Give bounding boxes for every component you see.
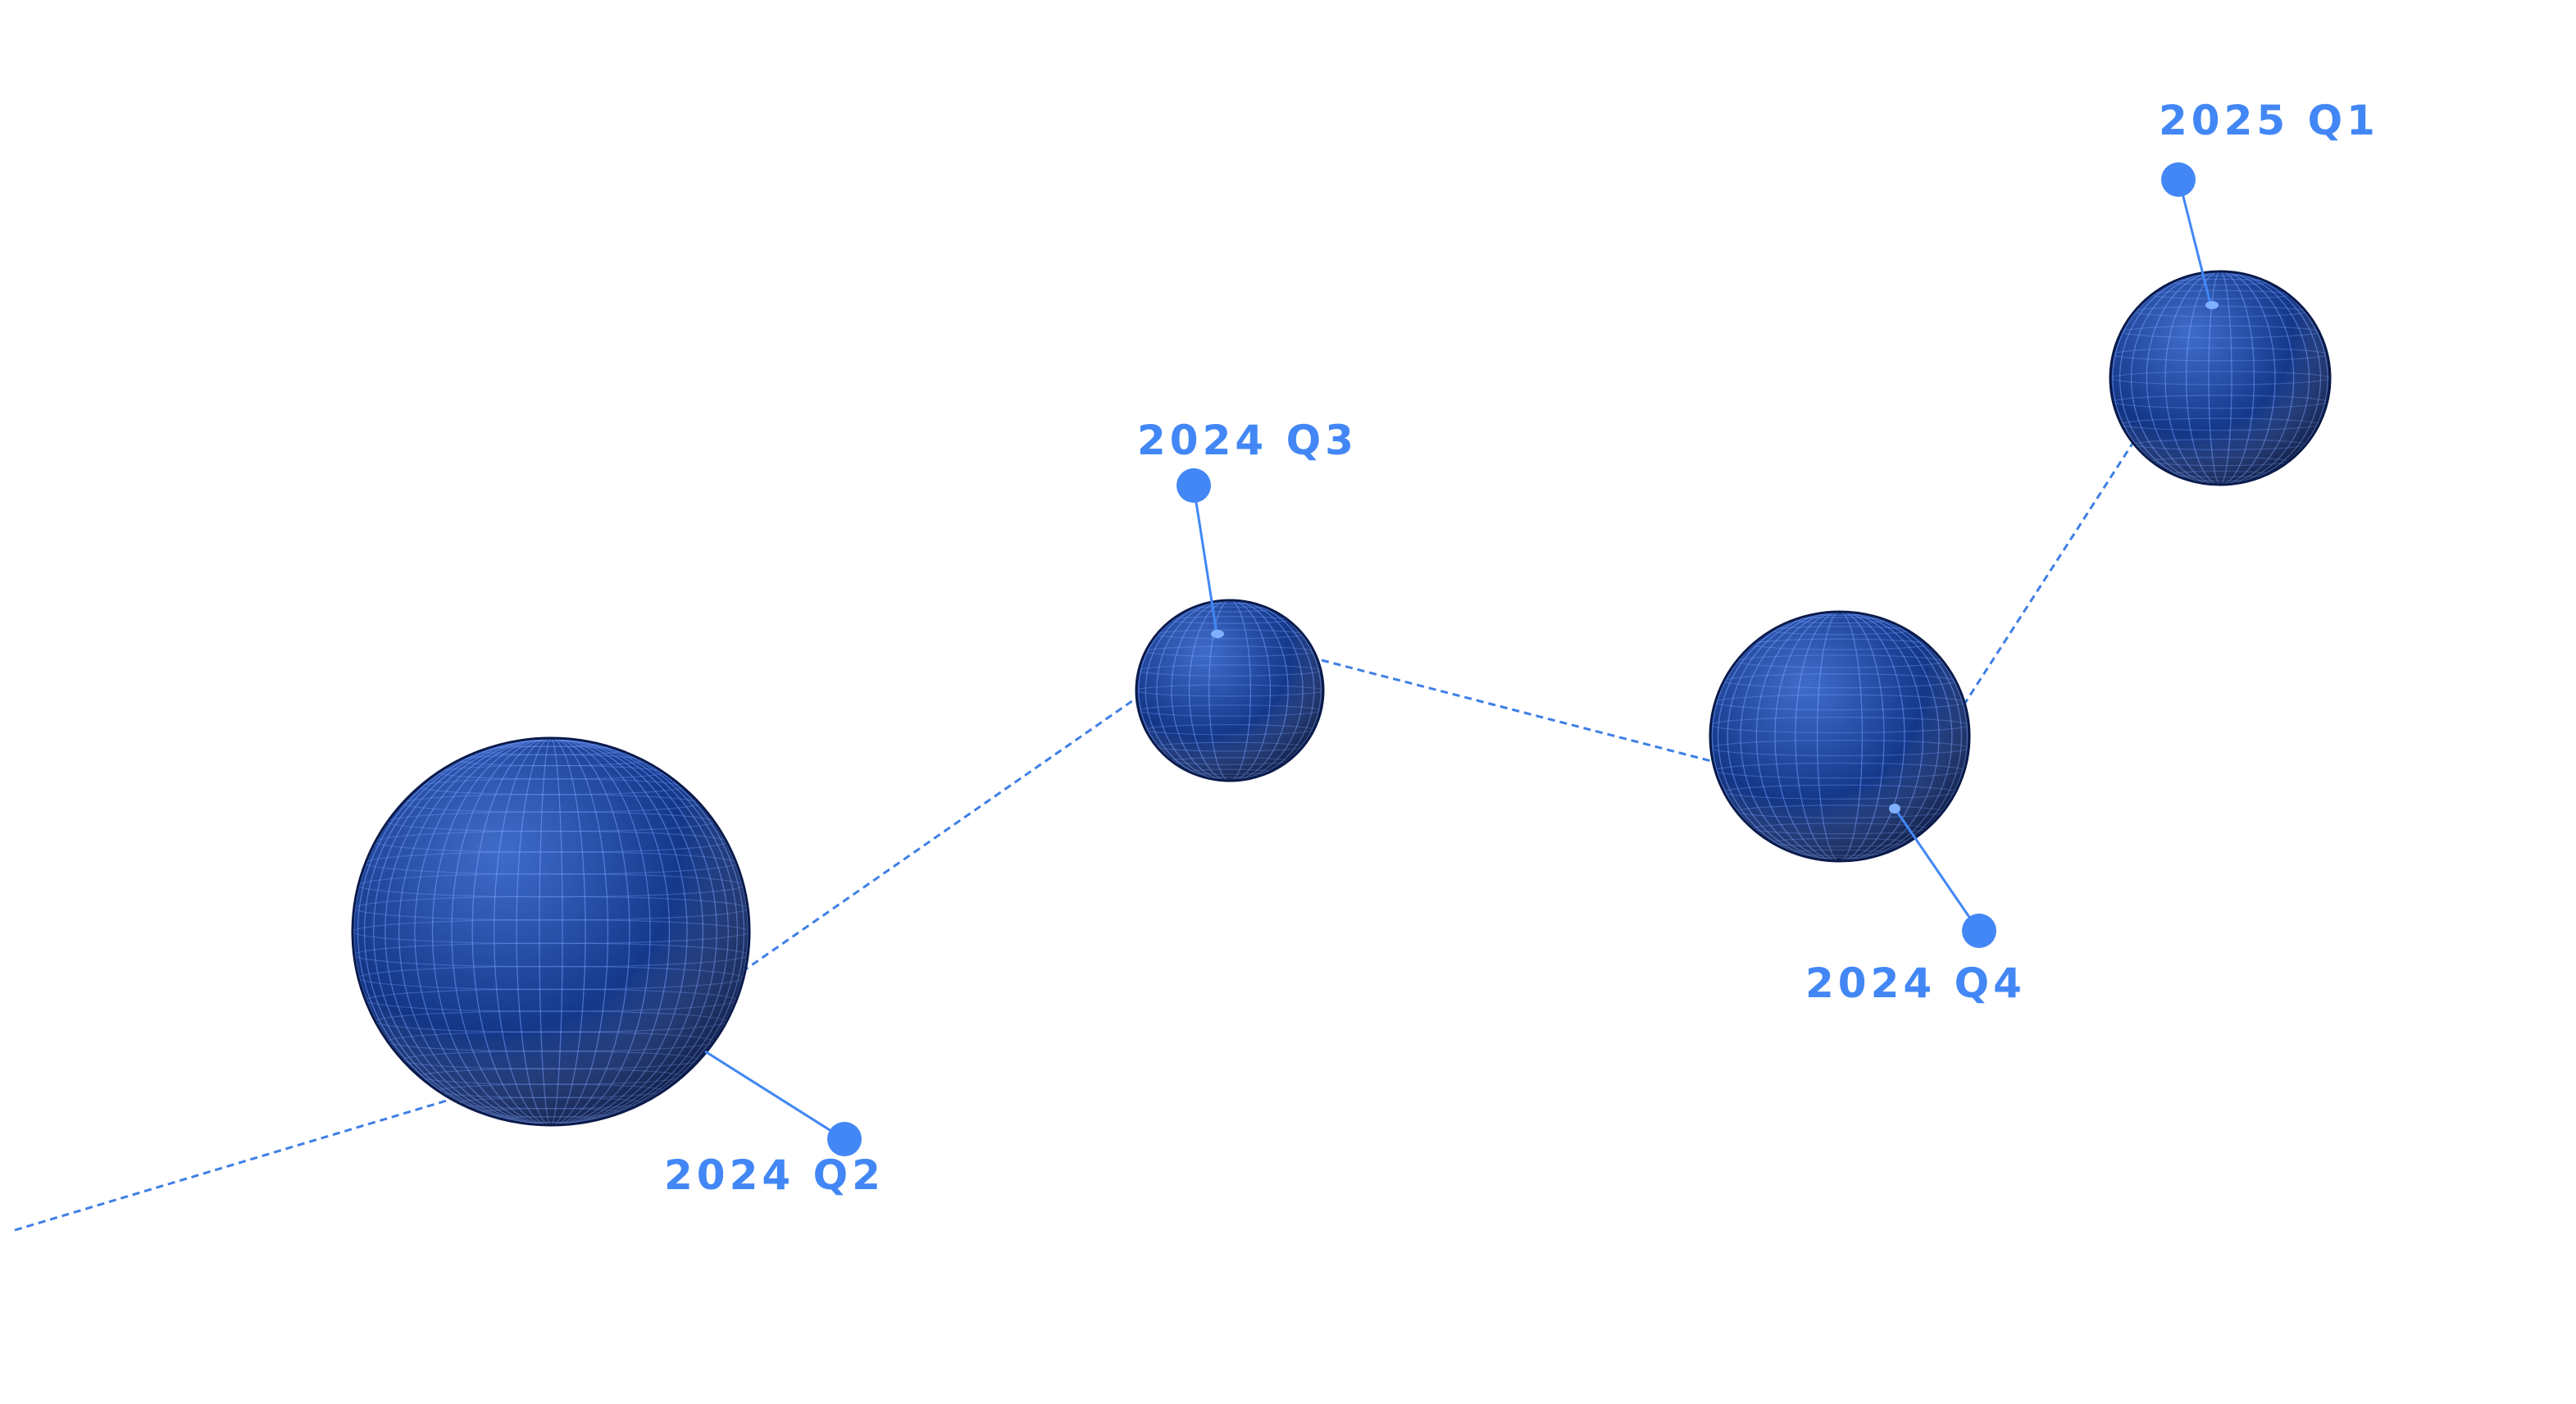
- globe-sphere: [351, 736, 751, 1127]
- trail-segment: [741, 691, 1145, 973]
- milestone-label: 2025 Q1: [2159, 97, 2379, 144]
- milestone-label: 2024 Q2: [664, 1151, 885, 1199]
- trail-path: [14, 434, 2140, 1232]
- trail-segment: [1962, 434, 2140, 706]
- anchor-point: [1211, 630, 1224, 638]
- anchor-point: [1889, 804, 1900, 814]
- globe-sphere: [1135, 599, 1325, 782]
- trail-segment: [1321, 659, 1718, 764]
- anchor-point: [2205, 301, 2219, 309]
- connector-line: [1894, 809, 1978, 928]
- milestone-2024-q2: 2024 Q2: [351, 736, 885, 1199]
- connector-line: [2178, 180, 2212, 304]
- globe-sphere: [2109, 270, 2332, 486]
- milestone-2024-q3: 2024 Q3: [1135, 417, 1358, 782]
- trail-segment: [14, 1099, 448, 1232]
- milestone-label: 2024 Q4: [1805, 960, 2026, 1007]
- globe-sphere: [1709, 610, 1971, 863]
- milestone-2024-q4: 2024 Q4: [1709, 610, 2026, 1007]
- marker-dot: [1962, 914, 1996, 948]
- connector-line: [1192, 485, 1218, 634]
- connector-line: [704, 1050, 844, 1140]
- marker-dot: [2161, 162, 2196, 197]
- milestone-label: 2024 Q3: [1137, 417, 1358, 464]
- milestone-2025-q1: 2025 Q1: [2109, 97, 2379, 486]
- marker-dot: [827, 1122, 862, 1156]
- marker-dot: [1176, 468, 1211, 503]
